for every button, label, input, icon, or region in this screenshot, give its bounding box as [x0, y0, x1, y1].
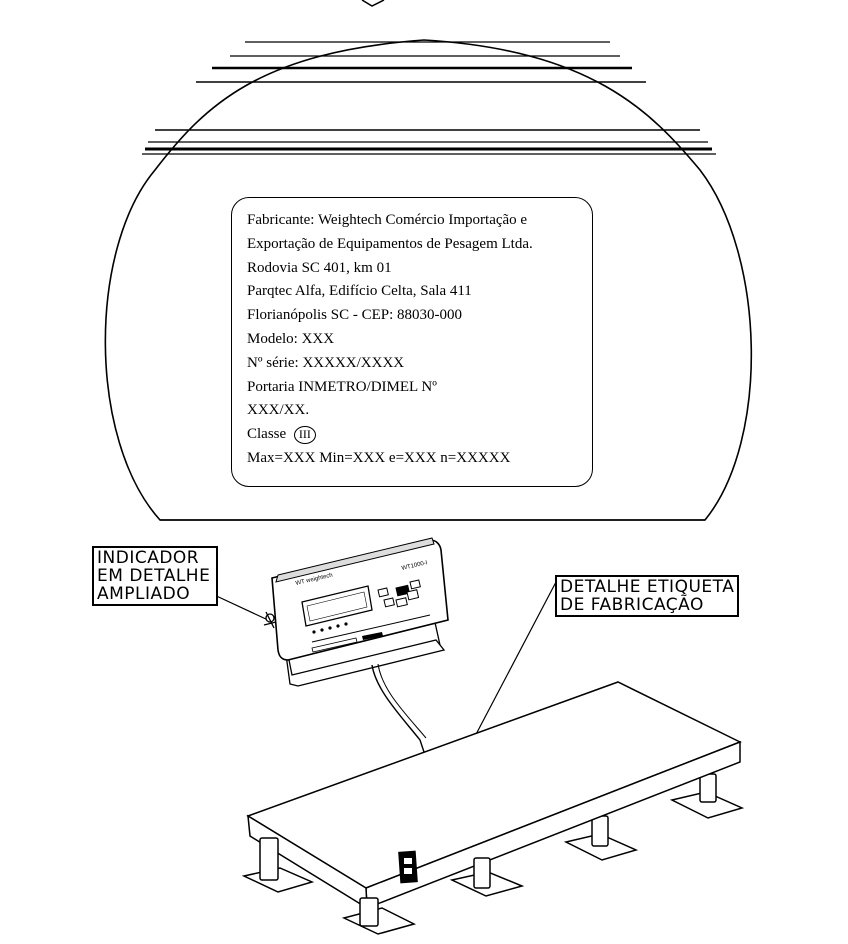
plate-portaria-number: XXX/XX.	[247, 402, 310, 419]
etiqueta-callout-label: DETALHE ETIQUETA DE FABRICAÇÃO	[555, 575, 740, 617]
indicator-callout-line2: EM DETALHE	[97, 566, 211, 586]
etiqueta-callout-line2: DE FABRICAÇÃO	[560, 595, 704, 615]
magnifier-outline	[104, 39, 753, 521]
plate-address-line3: Florianópolis SC - CEP: 88030-000	[247, 307, 463, 324]
indicator-lamps	[312, 622, 348, 634]
indicator-display	[301, 585, 373, 627]
accuracy-class-symbol: III	[293, 425, 316, 444]
platform-feet-front	[241, 837, 525, 935]
indicator-housing: WT weightech WT1000-I	[271, 537, 449, 661]
plate-class: Classe III	[247, 423, 578, 447]
indicator-callout-line1: INDICADOR	[97, 548, 200, 568]
plate-portaria-no: Nº	[421, 378, 437, 395]
plate-capacity: Max=XXX Min=XXX e=XXX n=XXXXX	[247, 449, 511, 466]
plate-portaria-label: Portaria	[247, 378, 295, 395]
plate-portaria-agency: INMETRO/DIMEL	[298, 378, 418, 395]
platform-id-plate	[398, 850, 418, 884]
platform-edge-lines	[142, 41, 716, 155]
indicator-leader-line	[209, 592, 269, 621]
plate-manufacturer-line1: Fabricante: Weightech Comércio Importaçã…	[247, 212, 528, 228]
top-fragment	[361, 0, 385, 7]
plate-address-line1: Rodovia SC 401, km 01	[247, 259, 392, 276]
indicator-callout-line3: AMPLIADO	[97, 584, 191, 604]
etiqueta-callout-line1: DETALHE ETIQUETA	[560, 577, 735, 597]
plate-manufacturer-line2: Exportação de Equipamentos de Pesagem Lt…	[247, 235, 533, 252]
plate-serial: Nº série: XXXXX/XXXX	[247, 354, 405, 371]
plate-class-label: Classe	[247, 426, 287, 443]
indicator-keypad	[377, 579, 421, 608]
indicator-callout-label: INDICADOR EM DETALHE AMPLIADO	[92, 546, 218, 606]
platform-feet-back	[563, 773, 745, 861]
indicator-cable	[371, 664, 425, 753]
plate-portaria: Portaria INMETRO/DIMEL Nº	[247, 376, 521, 400]
plate-model: Modelo: XXX	[247, 330, 335, 347]
indicator-model-text: WT1000-I	[401, 560, 428, 572]
plate-address-line2: Parqtec Alfa, Edifício Celta, Sala 411	[247, 283, 472, 300]
platform-scale	[241, 681, 745, 935]
fabrication-plate: Fabricante: Weightech Comércio Importaçã…	[231, 197, 593, 487]
